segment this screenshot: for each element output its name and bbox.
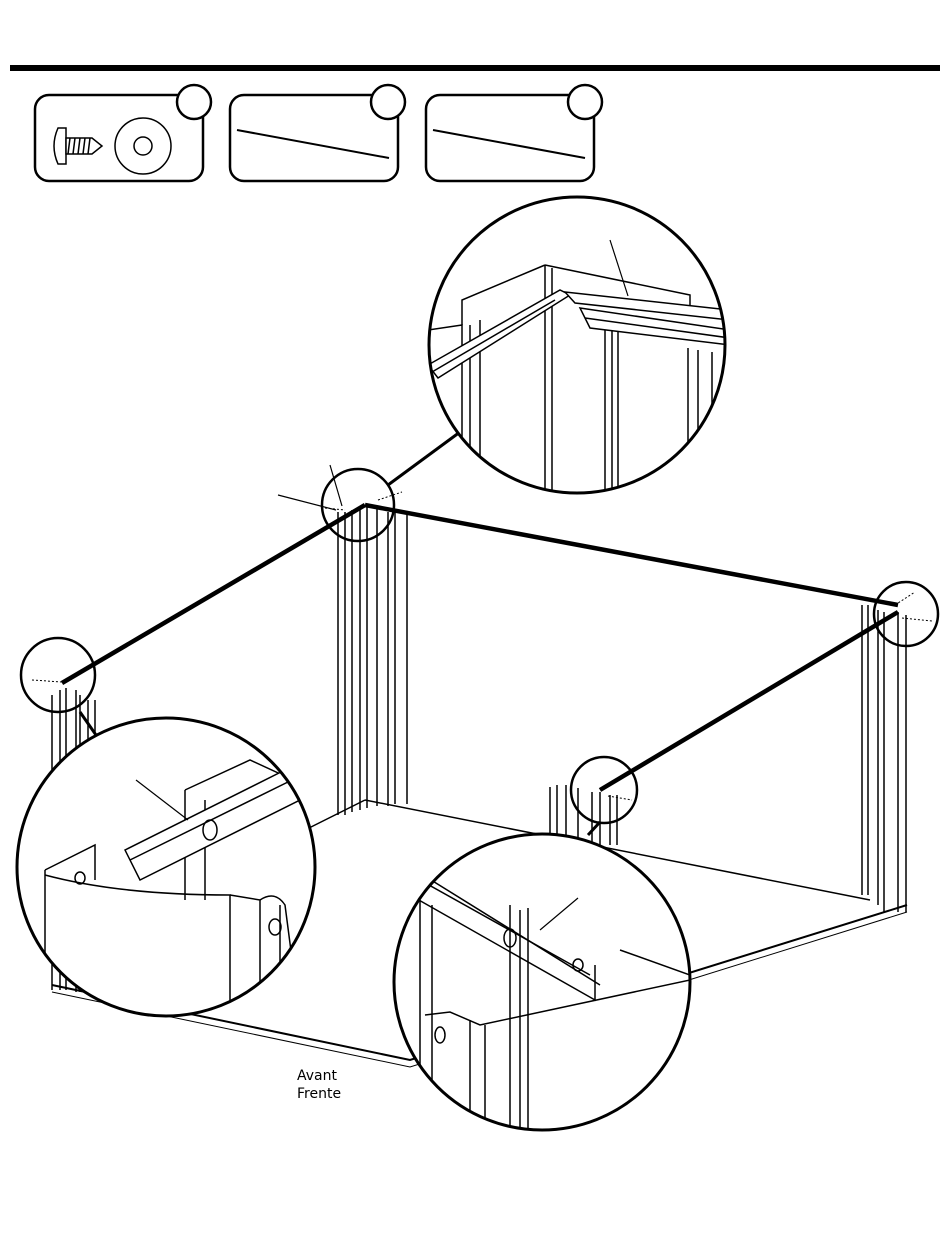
parts-box-screw	[35, 85, 211, 181]
parts-box-rail-1	[230, 85, 405, 181]
part-number-circle	[568, 85, 602, 119]
header-rule	[10, 65, 940, 71]
part-number-circle	[177, 85, 211, 119]
detail-right	[394, 834, 690, 1140]
parts-box-rail-2	[426, 85, 602, 181]
front-label-fr: Avant	[297, 1068, 337, 1084]
part-number-circle	[371, 85, 405, 119]
front-label-es: Frente	[297, 1086, 341, 1102]
detail-top	[428, 197, 730, 500]
washer-icon	[115, 118, 171, 174]
detail-left	[17, 718, 315, 1020]
